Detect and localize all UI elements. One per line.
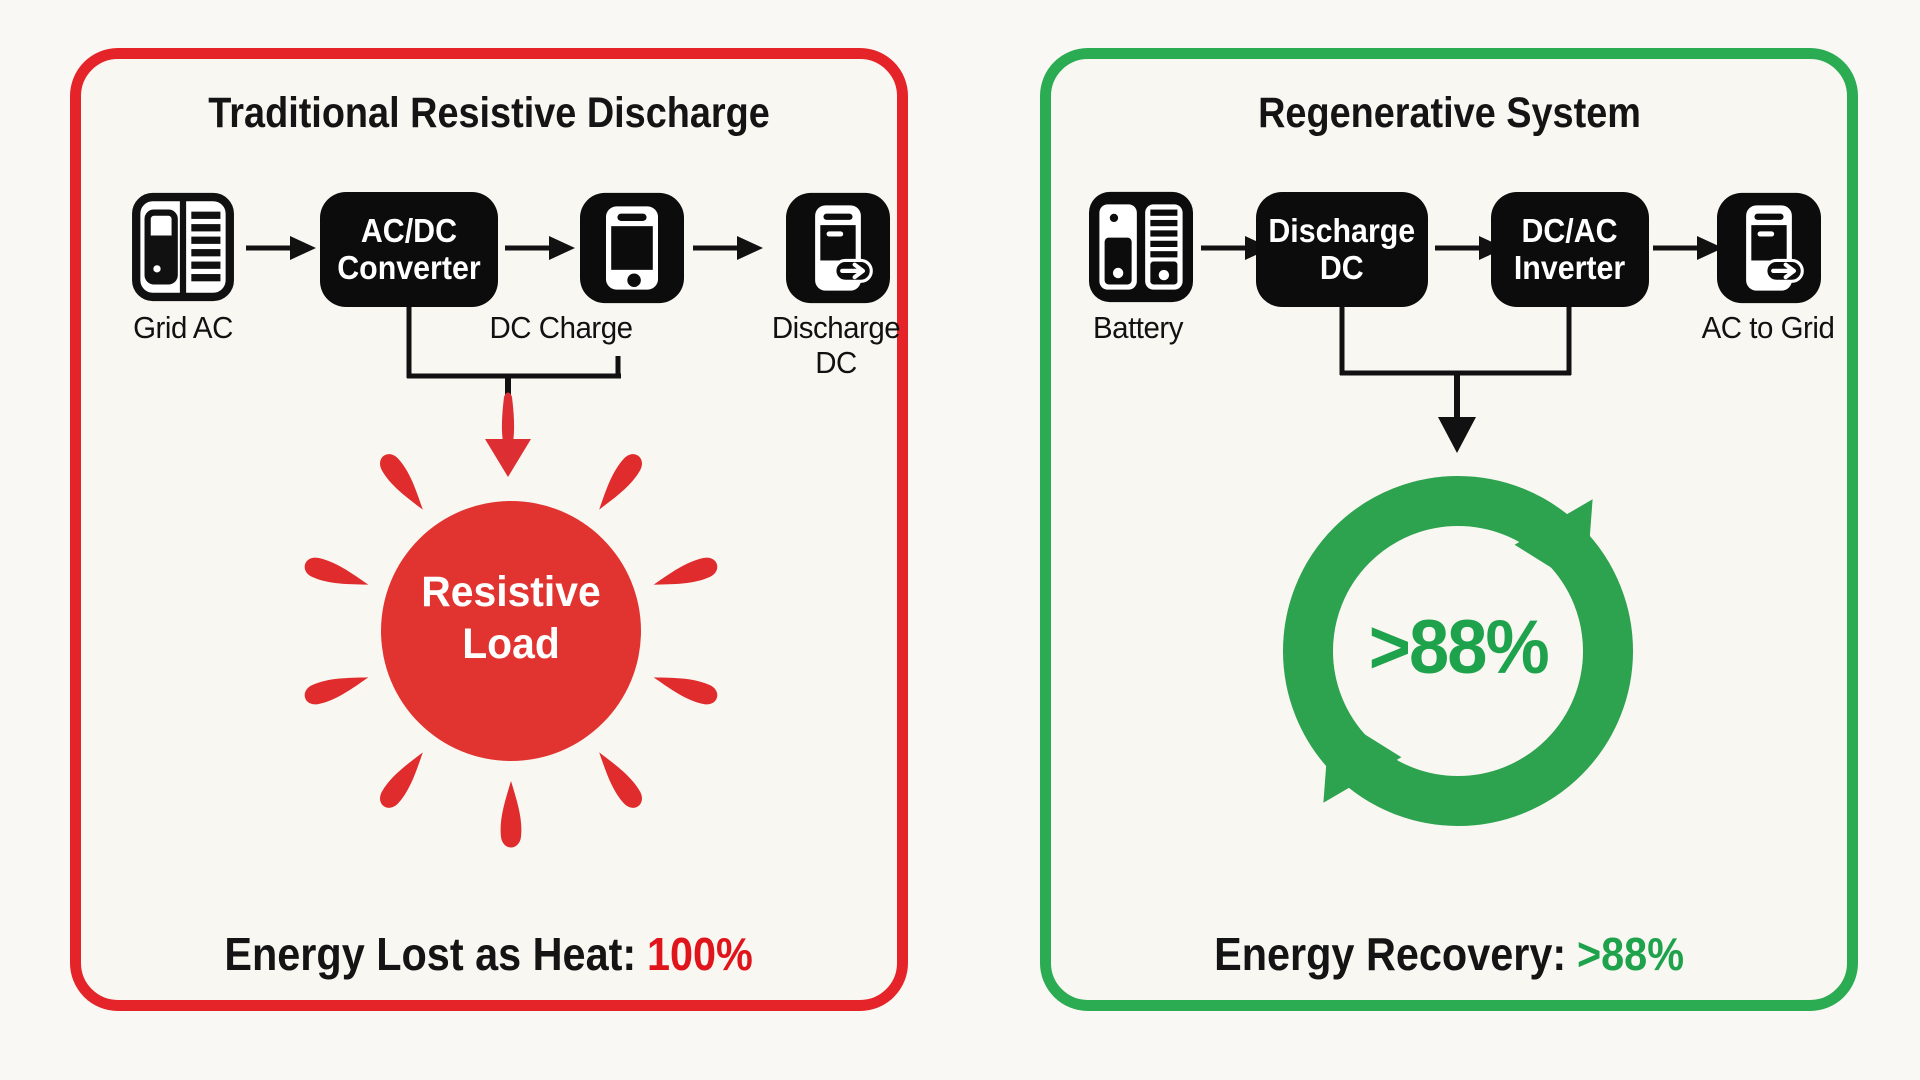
flow-arrow-icon [246, 232, 316, 264]
right-result-label: Energy Recovery: [1214, 928, 1567, 980]
box2-line2: Inverter [1514, 248, 1626, 286]
panel-title-text: Regenerative System [1257, 89, 1641, 137]
left-result-text: Energy Lost as Heat:100% [81, 927, 897, 981]
left-result-label: Energy Lost as Heat: [224, 928, 637, 980]
box1-line2: DC [1320, 248, 1364, 286]
panel-title: Traditional Resistive Discharge [81, 89, 897, 138]
panel-title-text: Traditional Resistive Discharge [208, 89, 770, 137]
converter-line2: Converter [337, 248, 481, 286]
flow-arrow-icon [1653, 232, 1723, 264]
battery-label: Battery [1093, 310, 1183, 345]
panel-title: Regenerative System [1051, 89, 1847, 138]
traditional-panel: Traditional Resistive Discharge Grid AC … [70, 48, 908, 1011]
right-result-text: Energy Recovery:>88% [1051, 927, 1847, 981]
right-result-value: >88% [1576, 928, 1684, 980]
recycle-ring-icon [1258, 451, 1658, 851]
flow-arrow-icon [505, 232, 575, 264]
battery-rack-icon [1089, 191, 1193, 303]
box2-line1: DC/AC [1521, 211, 1619, 249]
left-result-value: 100% [647, 928, 754, 980]
converter-line1: AC/DC [360, 211, 458, 249]
heat-sun-icon [261, 381, 761, 881]
box1-line1: Discharge [1268, 211, 1416, 249]
heat-connector-and-down-arrow-icon [381, 299, 661, 539]
recovery-connector-and-down-arrow-icon [1321, 299, 1591, 469]
ac-to-grid-phone-export-icon [1717, 192, 1821, 304]
recovery-percentage: >88% [1368, 605, 1549, 690]
dc-charge-phone-icon [580, 192, 684, 304]
flow-arrow-icon [693, 232, 763, 264]
grid-ac-icon [131, 191, 235, 303]
dc-charge-label: DC Charge [489, 310, 633, 345]
ac-to-grid-label: AC to Grid [1701, 310, 1835, 345]
discharge-dc-phone-export-icon [786, 192, 890, 304]
grid-ac-label: Grid AC [133, 310, 233, 345]
